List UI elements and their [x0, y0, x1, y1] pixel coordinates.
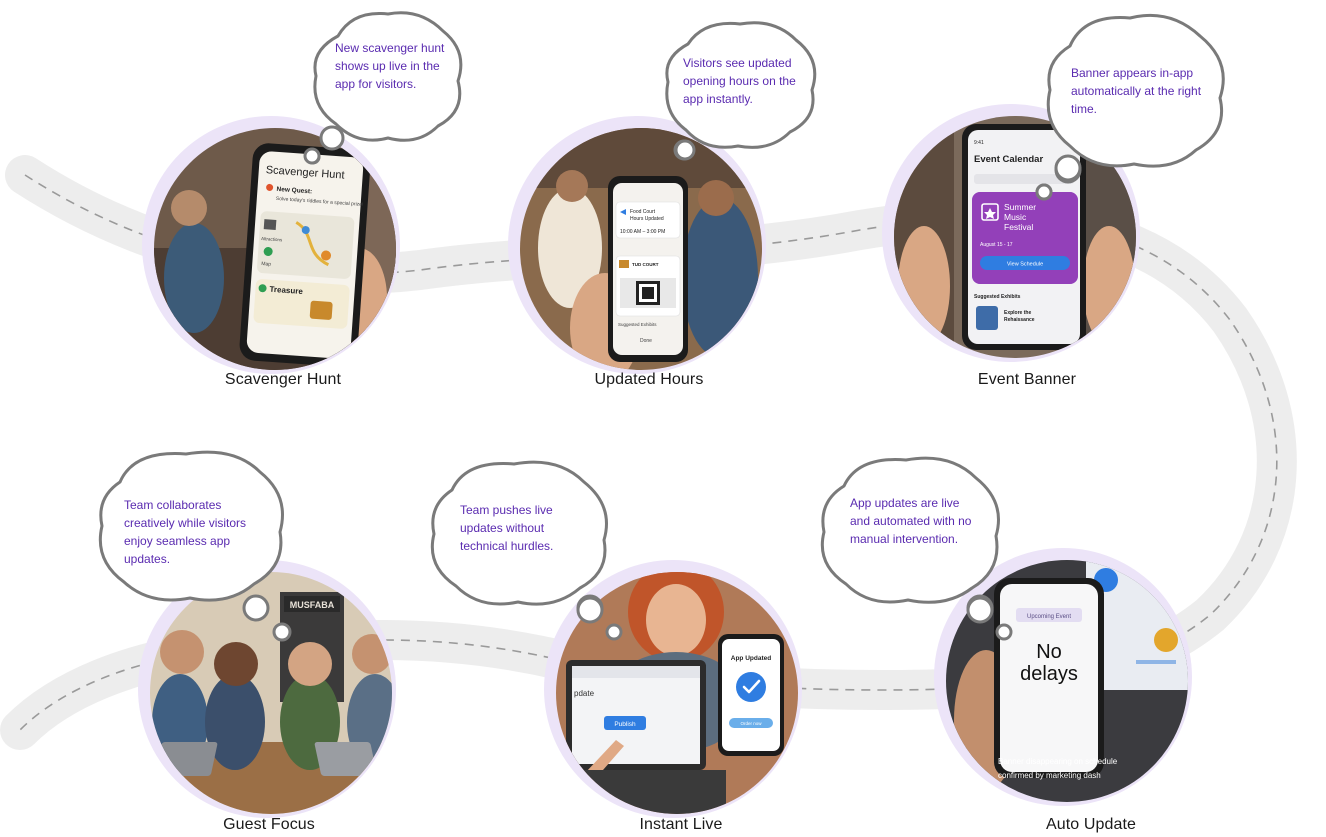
banner-dates: August 15 - 17	[980, 242, 1013, 248]
station-event-banner[interactable]: 9:41 Event Calendar Summer Music Festiva…	[882, 104, 1140, 362]
suggested-exhibits-label: Suggested Exhibits	[974, 294, 1021, 300]
bubble-text: Visitors see updated opening hours on th…	[683, 56, 796, 106]
app-updated-title: App Updated	[731, 655, 771, 662]
map-label: Map	[261, 261, 271, 268]
done-button[interactable]: Done	[640, 338, 652, 344]
phone-time: 9:41	[974, 140, 984, 146]
bubble-text: Team collaborates creatively while visit…	[124, 498, 247, 566]
thought-bubble-auto-update: App updates are live and automated with …	[816, 452, 1008, 622]
quest-title: New Quest:	[276, 186, 312, 195]
phone-title: Scavenger Hunt	[265, 164, 345, 181]
thought-bubble-instant-live: Team pushes live updates without technic…	[426, 456, 616, 622]
banner-title-1: Summer	[1004, 202, 1036, 212]
thought-bubble-guest-focus: Team collaborates creatively while visit…	[94, 446, 290, 622]
station-scavenger-hunt[interactable]: Scavenger Hunt New Quest: Solve today's …	[142, 116, 400, 374]
auto-update-photo: Upcoming Event No delays Banner disappea…	[946, 560, 1188, 802]
bubble-text: New scavenger hunt shows up live in the …	[335, 41, 445, 91]
guest-focus-photo: MUSFABA	[150, 572, 392, 814]
notice-line-2: Hours Updated	[630, 216, 664, 222]
station-label-scavenger-hunt: Scavenger Hunt	[224, 371, 342, 388]
banner-title-2: Music	[1004, 212, 1027, 222]
station-label-instant-live: Instant Live	[639, 816, 723, 833]
no-delays-line-1: No	[1036, 641, 1062, 663]
bubble-text: Banner appears in-app automatically at t…	[1071, 66, 1202, 116]
station-updated-hours[interactable]: Food Court Hours Updated 10:00 AM – 3:00…	[508, 116, 766, 374]
station-auto-update[interactable]: Upcoming Event No delays Banner disappea…	[934, 548, 1192, 806]
station-guest-focus[interactable]: MUSFABA	[138, 560, 396, 818]
attractions-label: Attractions	[261, 236, 283, 243]
instant-live-photo: pdate Publish App Updated Order now	[556, 572, 798, 814]
station-label-guest-focus: Guest Focus	[223, 816, 315, 833]
suggested-label: Suggested Exhibits	[618, 322, 657, 327]
no-delays-line-2: delays	[1020, 663, 1078, 685]
station-label-updated-hours: Updated Hours	[594, 371, 704, 388]
caption-line-2: confirmed by marketing dash	[998, 771, 1101, 780]
updated-hours-photo: Food Court Hours Updated 10:00 AM – 3:00…	[520, 128, 762, 370]
event-banner-photo: 9:41 Event Calendar Summer Music Festiva…	[894, 116, 1136, 358]
bubble-text: App updates are live and automated with …	[850, 496, 972, 546]
banner-title-3: Festival	[1004, 222, 1033, 232]
exhibit-line-2: Rehaissance	[1004, 317, 1035, 323]
station-label-event-banner: Event Banner	[977, 371, 1077, 388]
museum-sign: MUSFABA	[290, 600, 335, 610]
notice-line-1: Food Court	[630, 209, 656, 215]
bubble-text: Team pushes live updates without technic…	[460, 503, 554, 553]
calendar-title: Event Calendar	[974, 154, 1043, 165]
caption-line-1: Banner disappearing on schedule	[998, 757, 1118, 766]
station-label-auto-update: Auto Update	[1045, 816, 1137, 833]
view-schedule-button[interactable]: View Schedule	[1007, 262, 1043, 268]
thought-bubble-updated-hours: Visitors see updated opening hours on th…	[660, 18, 820, 168]
upcoming-event-chip: Upcoming Event	[1027, 614, 1071, 620]
treasure-label: Treasure	[269, 285, 303, 296]
thought-bubble-event-banner: Banner appears in-app automatically at t…	[1035, 6, 1230, 201]
laptop-heading: pdate	[574, 689, 595, 698]
order-now-button[interactable]: Order now	[740, 721, 762, 726]
station-instant-live[interactable]: pdate Publish App Updated Order now	[544, 560, 802, 818]
thought-bubble-scavenger-hunt: New scavenger hunt shows up live in the …	[305, 6, 468, 166]
card-title: TUD COURT	[632, 262, 659, 267]
exhibit-line-1: Explore the	[1004, 310, 1031, 316]
publish-button[interactable]: Publish	[614, 721, 636, 728]
hours-text: 10:00 AM – 3:00 PM	[620, 229, 665, 235]
